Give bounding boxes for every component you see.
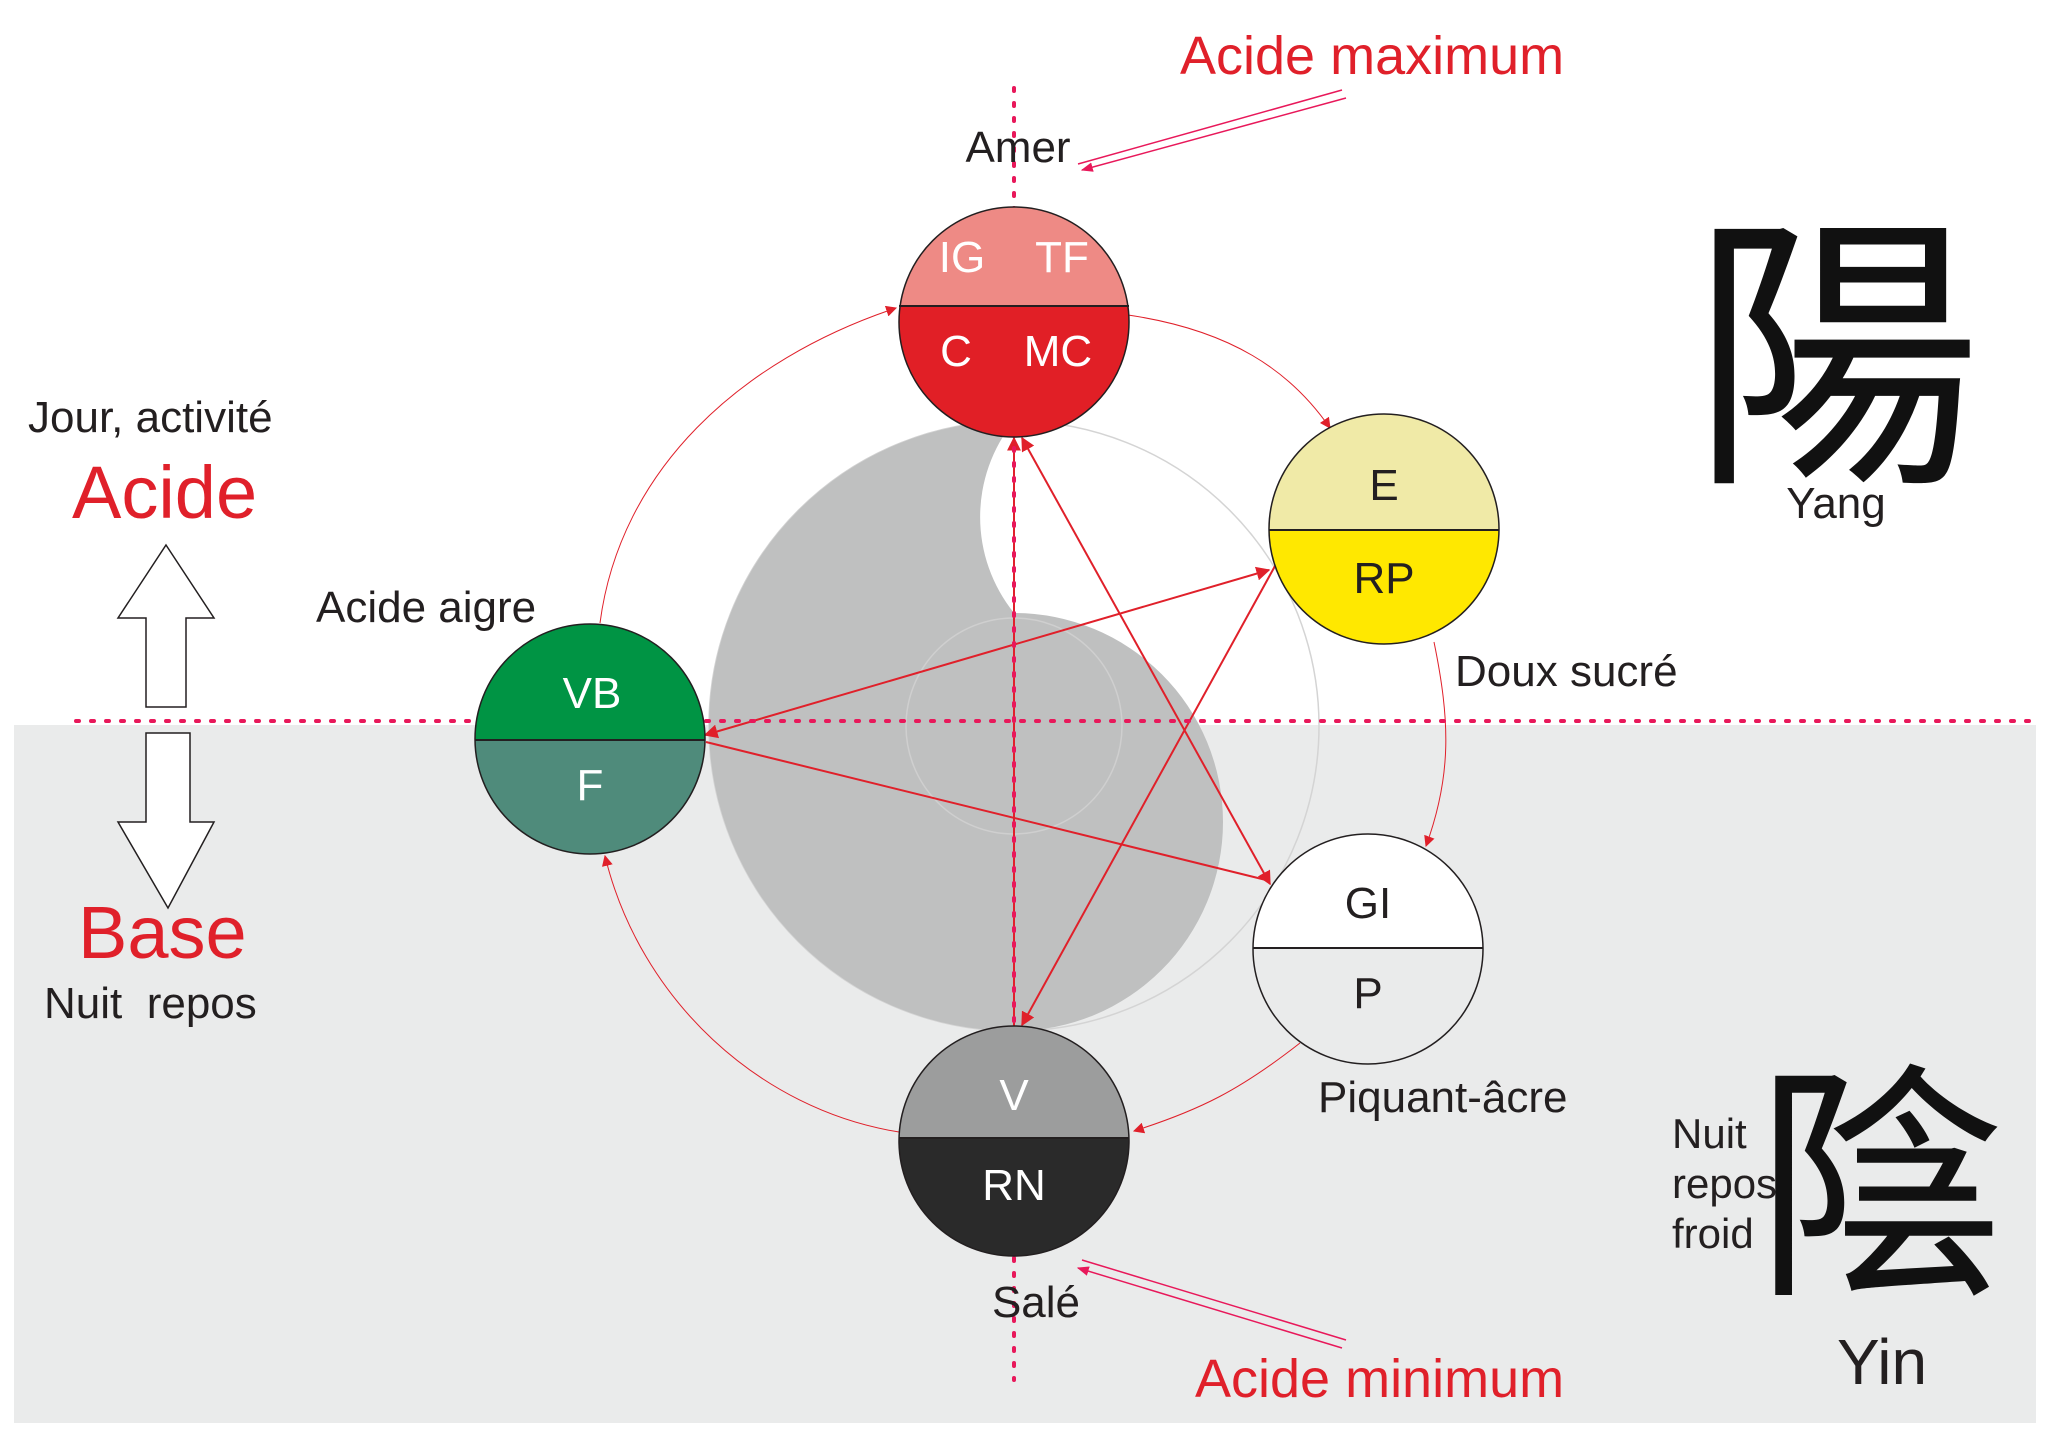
yin-character: 陰 (1755, 1043, 2005, 1334)
fire-label-mc: MC (1024, 327, 1092, 376)
acid-maximum-label: Acide maximum (1180, 26, 1564, 86)
generating-cycle (599, 305, 1447, 1134)
acid-minimum-label: Acide minimum (1195, 1349, 1564, 1409)
earth-label-e: E (1369, 461, 1398, 510)
acid-scale-label: Acide (72, 451, 257, 534)
flavor-pungent: Piquant-âcre (1318, 1073, 1567, 1122)
acid-maximum-pointer (1077, 89, 1347, 172)
flavor-sweet: Doux sucré (1455, 647, 1678, 696)
cycle-arrow-wood-fire (599, 305, 898, 624)
fire-label-ig: IG (939, 233, 985, 282)
earth-element: E RP (1268, 413, 1500, 645)
fire-label-c: C (940, 327, 972, 376)
wood-label-vb: VB (563, 669, 622, 718)
arrow-up-icon (116, 543, 216, 708)
cycle-arrow-metal-water (1132, 1042, 1301, 1134)
water-label-v: V (999, 1071, 1029, 1120)
arrow-down-icon (116, 732, 216, 910)
metal-label-gi: GI (1345, 879, 1391, 928)
flavor-bitter: Amer (965, 123, 1070, 172)
fire-element: IG TF C MC (898, 206, 1130, 438)
cycle-arrow-earth-metal (1424, 641, 1447, 848)
yang-character: 陽 (1691, 192, 1981, 529)
metal-label-p: P (1353, 969, 1382, 1018)
water-label-rn: RN (982, 1161, 1046, 1210)
night-rest-label: Nuit repos (44, 979, 257, 1028)
star-arrow-metal-wood (705, 741, 1267, 881)
yin-night-line: Nuit (1672, 1110, 1747, 1157)
fire-label-tf: TF (1035, 233, 1089, 282)
earth-label-rp: RP (1353, 554, 1414, 603)
yang-label: Yang (1786, 479, 1886, 528)
yin-rest-line: repos (1672, 1160, 1777, 1207)
star-arrow-wood-earth (703, 566, 1271, 739)
yin-label: Yin (1837, 1326, 1927, 1398)
base-scale-label: Base (78, 891, 247, 974)
acid-minimum-pointer (1076, 1259, 1347, 1349)
cycle-arrow-water-wood (602, 854, 900, 1133)
cycle-arrow-fire-earth (1127, 314, 1331, 429)
flavor-salty: Salé (992, 1278, 1080, 1327)
flavor-sour: Acide aigre (316, 583, 536, 632)
day-activity-label: Jour, activité (28, 393, 273, 442)
wood-label-f: F (577, 761, 604, 810)
yin-cold-line: froid (1672, 1210, 1754, 1257)
